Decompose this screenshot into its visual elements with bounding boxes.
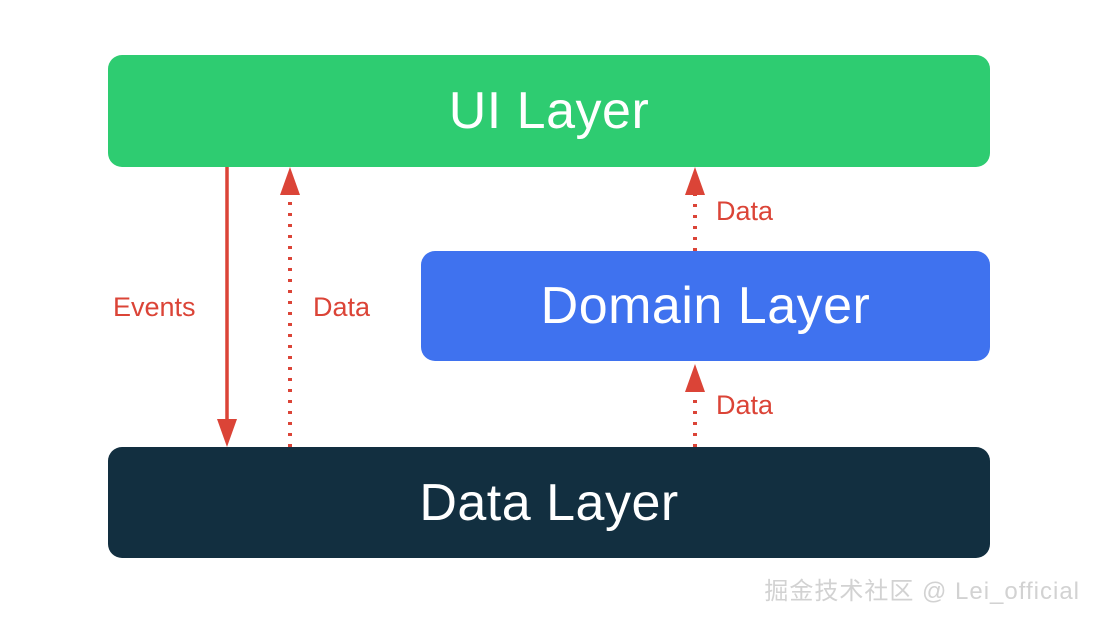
domain-to-ui-connector-arrow — [685, 167, 705, 251]
domain-layer-box: Domain Layer — [421, 251, 990, 361]
data-layer-box: Data Layer — [108, 447, 990, 558]
domain-layer-label: Domain Layer — [540, 277, 871, 335]
connector-label-data-to-domain: Data — [716, 390, 774, 420]
data-layer-label: Data Layer — [419, 473, 679, 532]
data-to-ui-connector-arrow — [280, 167, 300, 447]
watermark: 掘金技术社区 @ Lei_official — [764, 578, 1080, 605]
connector-label-data-to-ui: Data — [313, 292, 371, 322]
ui-layer-box: UI Layer — [108, 55, 990, 167]
ui-layer-label: UI Layer — [448, 82, 650, 140]
connector-label-events: Events — [113, 292, 196, 322]
events-connector-arrow — [217, 167, 237, 447]
data-to-domain-connector-arrow — [685, 364, 705, 447]
connector-label-domain-to-ui: Data — [716, 196, 774, 226]
